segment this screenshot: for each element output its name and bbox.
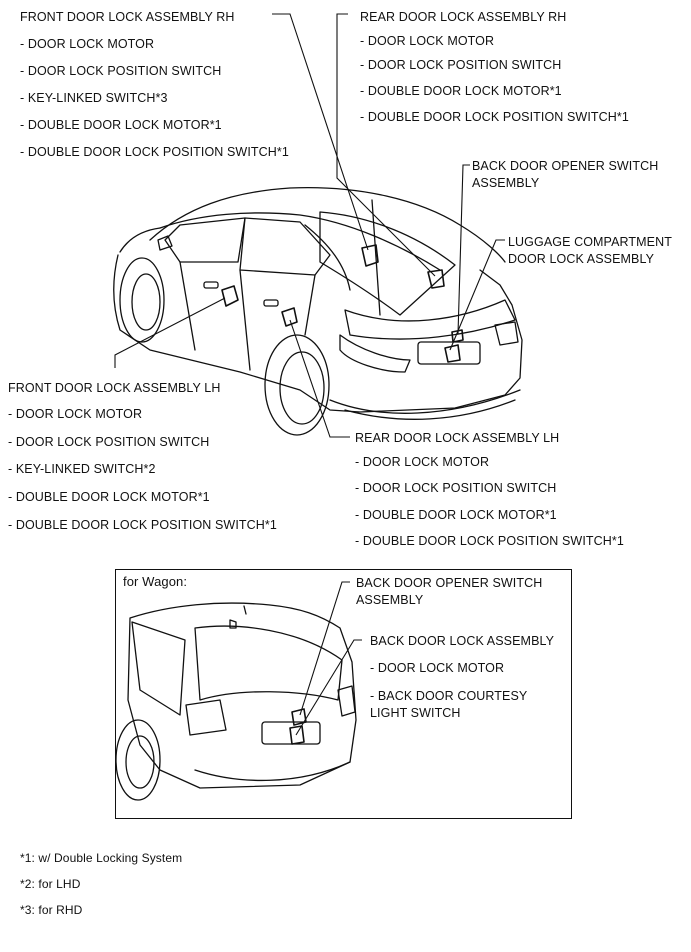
front-lh-item: - DOUBLE DOOR LOCK MOTOR*1	[8, 490, 210, 504]
wagon-heading: for Wagon:	[123, 574, 188, 589]
luggage-label: LUGGAGE COMPARTMENT	[508, 235, 672, 249]
rear-lh-title: REAR DOOR LOCK ASSEMBLY LH	[355, 431, 560, 445]
front-rh-item: - DOUBLE DOOR LOCK MOTOR*1	[20, 118, 222, 132]
front-rh-item: - DOOR LOCK MOTOR	[20, 37, 155, 51]
front-lh-item: - DOOR LOCK MOTOR	[8, 407, 143, 421]
back-door-opener-label: BACK DOOR OPENER SWITCH	[472, 159, 659, 173]
wagon-opener-label: BACK DOOR OPENER SWITCH	[356, 576, 543, 590]
rear-rh-item: - DOUBLE DOOR LOCK MOTOR*1	[360, 84, 562, 98]
wagon-back-door-lock-item-cont: LIGHT SWITCH	[370, 706, 461, 720]
front-rh-title: FRONT DOOR LOCK ASSEMBLY RH	[20, 10, 235, 24]
luggage-label-2: DOOR LOCK ASSEMBLY	[508, 252, 655, 266]
front-lh-item: - DOUBLE DOOR LOCK POSITION SWITCH*1	[8, 518, 277, 532]
wagon-back-door-lock-item: - DOOR LOCK MOTOR	[370, 661, 505, 675]
rear-lh-item: - DOUBLE DOOR LOCK POSITION SWITCH*1	[355, 534, 624, 548]
footnote: *1: w/ Double Locking System	[20, 851, 183, 865]
back-door-opener-label-2: ASSEMBLY	[472, 176, 540, 190]
rear-lh-item: - DOOR LOCK MOTOR	[355, 455, 490, 469]
front-lh-title: FRONT DOOR LOCK ASSEMBLY LH	[8, 381, 221, 395]
rear-rh-item: - DOOR LOCK POSITION SWITCH	[360, 58, 562, 72]
wagon-back-door-lock-title: BACK DOOR LOCK ASSEMBLY	[370, 634, 555, 648]
front-lh-item: - DOOR LOCK POSITION SWITCH	[8, 435, 210, 449]
front-rh-item: - DOOR LOCK POSITION SWITCH	[20, 64, 222, 78]
rear-rh-title: REAR DOOR LOCK ASSEMBLY RH	[360, 10, 567, 24]
front-rh-item: - DOUBLE DOOR LOCK POSITION SWITCH*1	[20, 145, 289, 159]
wagon-inset	[115, 569, 572, 819]
rear-rh-item: - DOUBLE DOOR LOCK POSITION SWITCH*1	[360, 110, 629, 124]
front-rh-item: - KEY-LINKED SWITCH*3	[20, 91, 168, 105]
rear-lh-item: - DOOR LOCK POSITION SWITCH	[355, 481, 557, 495]
rear-rh-item: - DOOR LOCK MOTOR	[360, 34, 495, 48]
footnote: *2: for LHD	[20, 877, 81, 891]
rear-lh-item: - DOUBLE DOOR LOCK MOTOR*1	[355, 508, 557, 522]
footnote: *3: for RHD	[20, 903, 83, 917]
front-lh-item: - KEY-LINKED SWITCH*2	[8, 462, 156, 476]
wagon-back-door-lock-item: - BACK DOOR COURTESY	[370, 689, 528, 703]
wagon-opener-label-2: ASSEMBLY	[356, 593, 424, 607]
